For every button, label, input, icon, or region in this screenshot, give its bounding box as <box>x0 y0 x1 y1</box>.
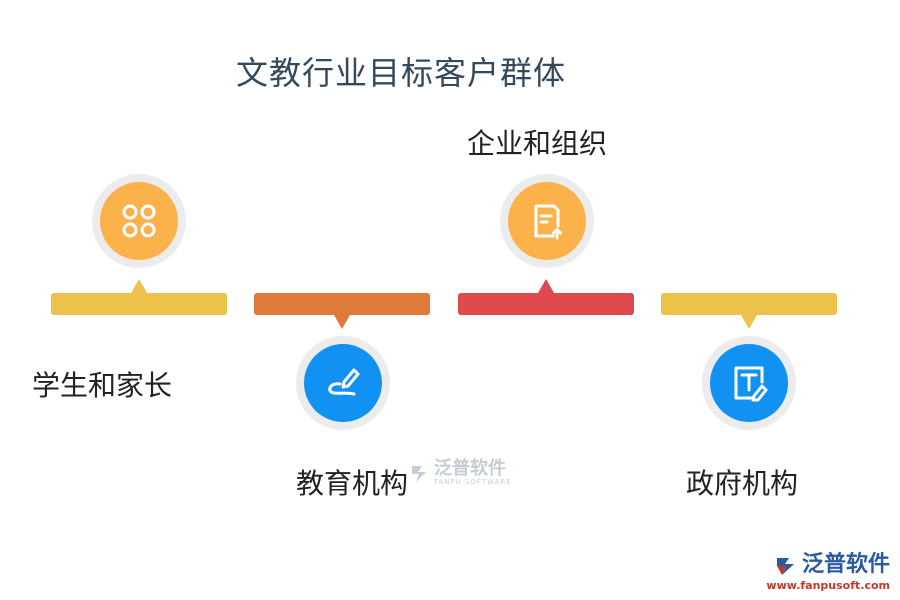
watermark-sub: FANPU SOFTWARE <box>434 478 512 486</box>
timeline-bar-1 <box>51 293 227 315</box>
bar-4-pointer <box>741 315 757 329</box>
label-education-institutions: 教育机构 <box>296 467 409 500</box>
grid-circles-icon <box>122 204 156 238</box>
watermark-text: 泛普软件 <box>434 458 506 479</box>
text-edit-icon <box>734 366 768 402</box>
watermark: 泛普软件 FANPU SOFTWARE <box>408 460 512 486</box>
node-students-parents <box>92 174 186 268</box>
node-government-agencies <box>702 336 796 430</box>
document-upload-icon <box>534 204 562 240</box>
timeline-bar-4 <box>661 293 837 315</box>
bar-1-pointer <box>131 279 147 293</box>
bar-3-pointer <box>538 279 554 293</box>
node-enterprises-organizations <box>500 174 594 268</box>
page-title: 文教行业目标客户群体 <box>236 54 567 92</box>
label-enterprises-organizations: 企业和组织 <box>467 127 608 160</box>
timeline-bar-3 <box>458 293 634 315</box>
fanpu-logo-icon <box>776 558 794 575</box>
bar-2-pointer <box>334 315 350 329</box>
fanpu-logo-icon <box>412 466 426 482</box>
brand-name: 泛普软件 <box>801 552 890 577</box>
label-students-parents: 学生和家长 <box>32 369 173 402</box>
node-education-institutions <box>296 336 390 430</box>
brand-logo: 泛普软件 www.fanpusoft.com <box>766 552 890 593</box>
timeline-bar-2 <box>254 293 430 315</box>
label-government-agencies: 政府机构 <box>686 467 799 500</box>
brand-url: www.fanpusoft.com <box>766 579 890 592</box>
pen-scribble-icon <box>328 368 360 396</box>
